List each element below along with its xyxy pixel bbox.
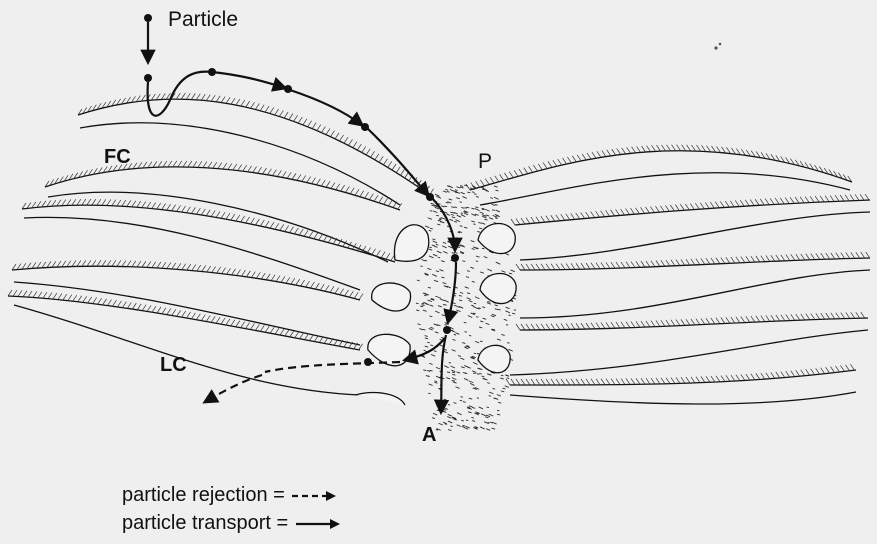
particle-dots bbox=[144, 14, 459, 366]
right-filaments bbox=[470, 151, 870, 404]
legend-transport-text: particle transport = bbox=[122, 512, 288, 534]
legend-transport: particle transport = bbox=[122, 512, 342, 535]
legend-rejection: particle rejection = bbox=[122, 484, 338, 507]
central-ciliated-tissue bbox=[416, 185, 516, 431]
lateral-cilia-label: LC bbox=[160, 354, 187, 377]
speck-mark bbox=[714, 43, 721, 50]
solid-arrow-icon bbox=[294, 517, 342, 531]
frontal-cilia-label: FC bbox=[104, 146, 131, 169]
particle-dot bbox=[451, 254, 459, 262]
particle-dot bbox=[208, 68, 216, 76]
particle-dot bbox=[361, 123, 369, 131]
dashed-arrow-icon bbox=[290, 489, 338, 503]
legend-rejection-text: particle rejection = bbox=[122, 484, 285, 506]
particle-dot bbox=[443, 326, 451, 334]
particle-dot bbox=[426, 193, 434, 201]
particle-dot bbox=[144, 14, 152, 22]
left-filaments bbox=[8, 99, 430, 395]
palp-label: P bbox=[478, 150, 492, 174]
particle-dot bbox=[284, 85, 292, 93]
particle-dot bbox=[144, 74, 152, 82]
a-label: A bbox=[422, 424, 436, 447]
particle-label: Particle bbox=[168, 8, 238, 32]
particle-dot bbox=[364, 358, 372, 366]
